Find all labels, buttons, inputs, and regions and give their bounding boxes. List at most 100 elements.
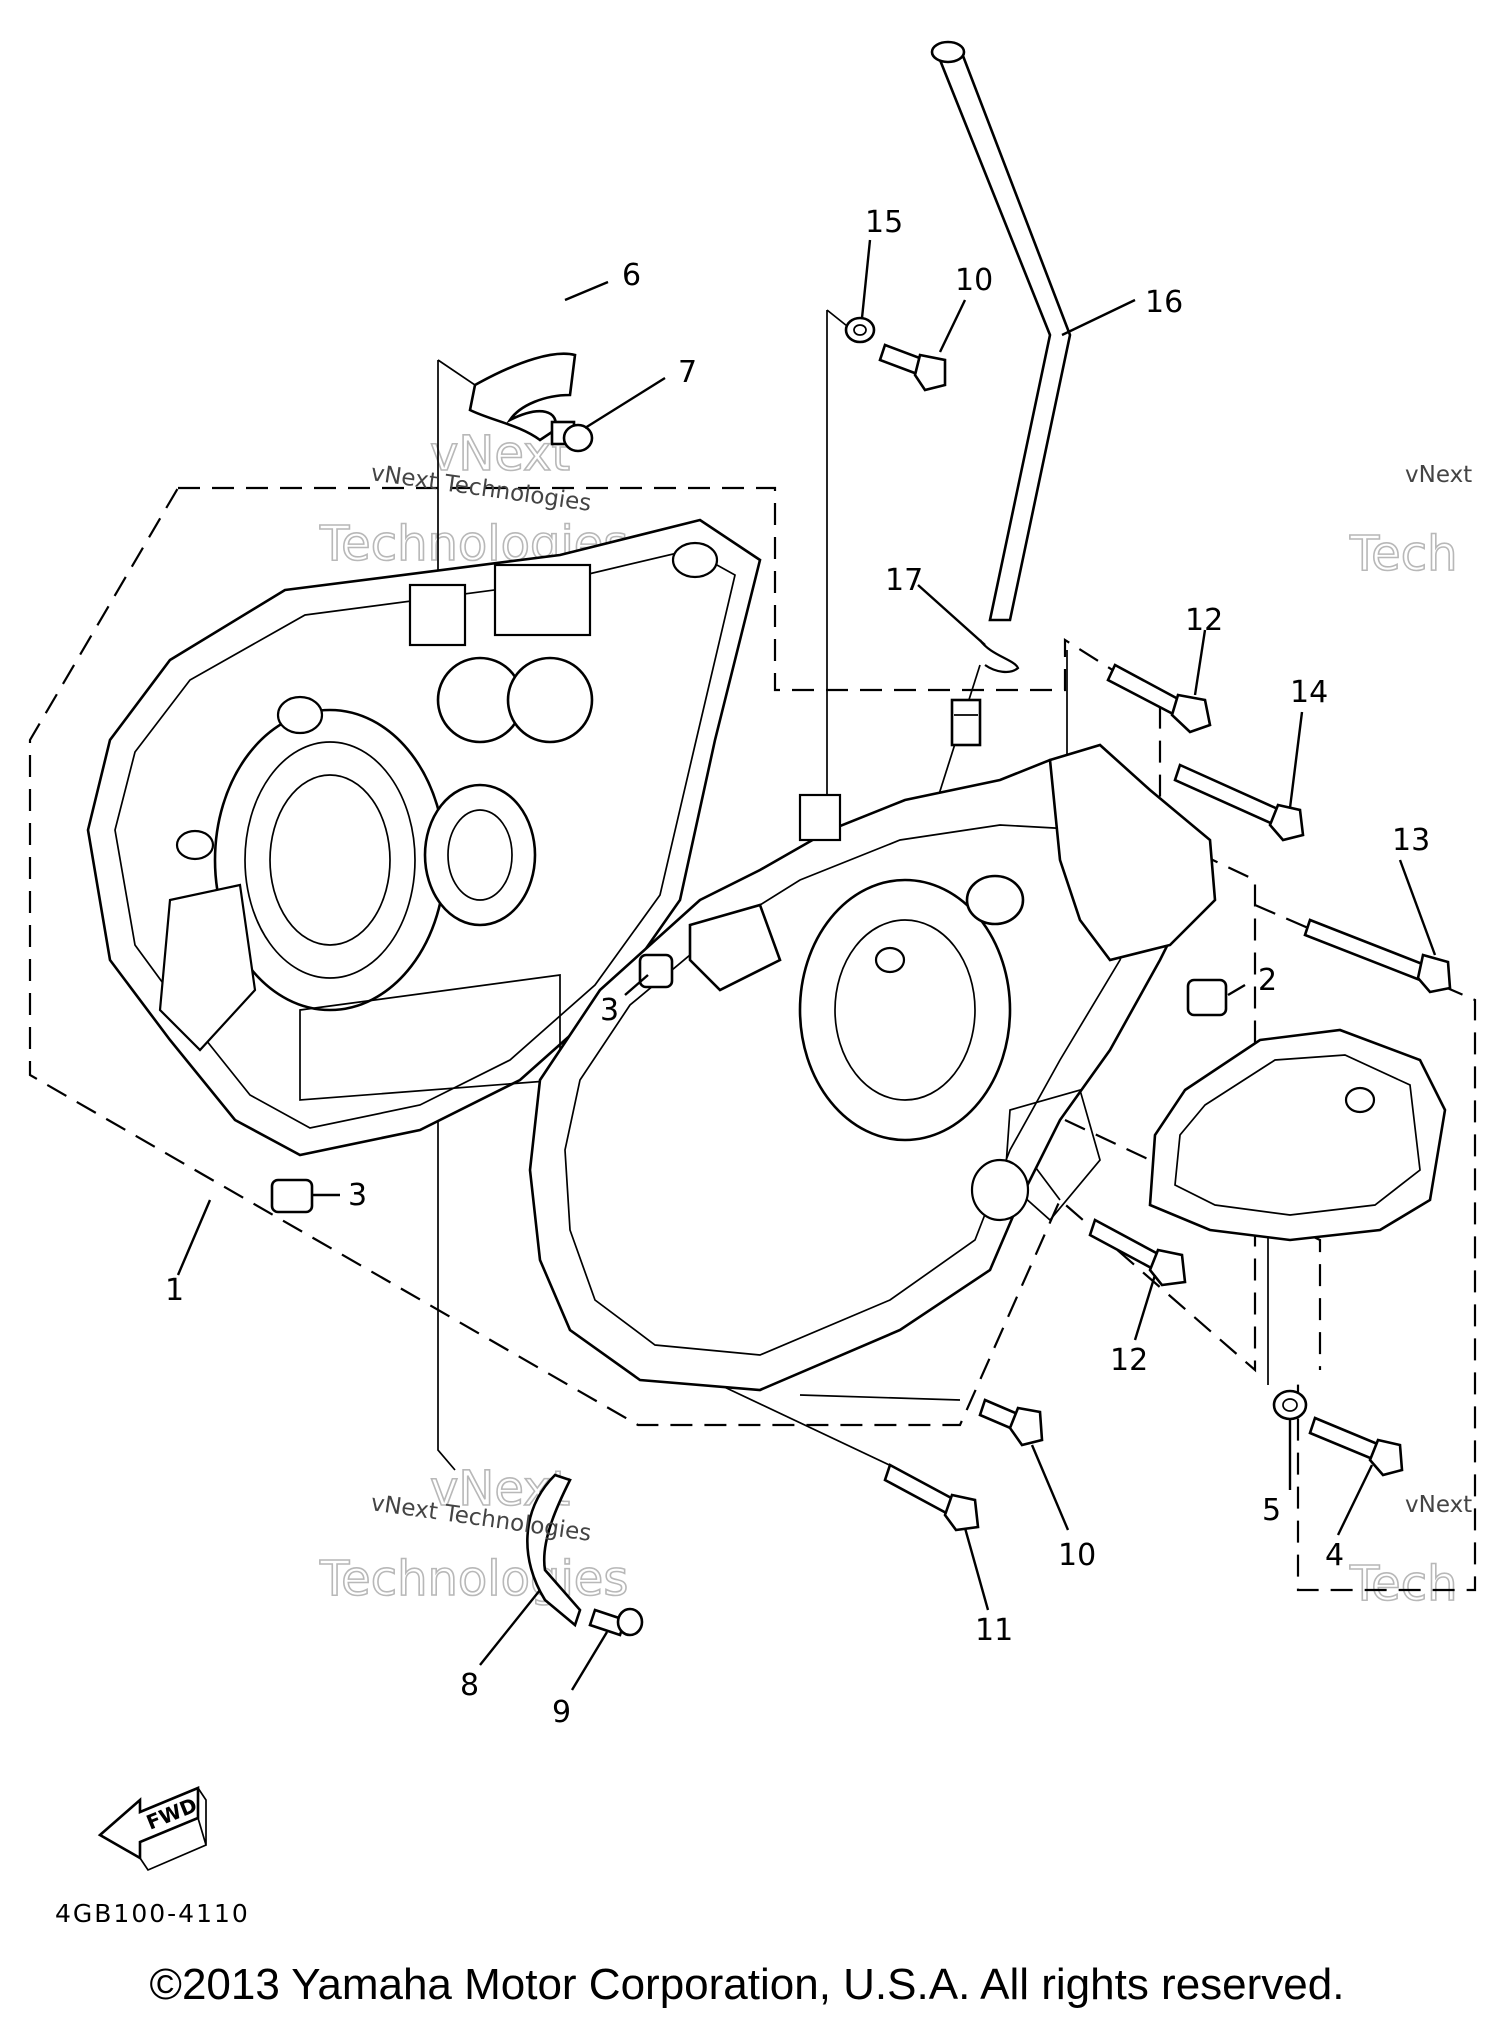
right-upper-case	[1048, 743, 1217, 962]
leader-7	[584, 376, 666, 430]
right-top-tab	[798, 793, 842, 842]
leader-4	[1336, 1464, 1374, 1536]
bolt-11-shank	[883, 1463, 957, 1517]
callout-6: 6	[622, 258, 641, 293]
fwd-arrow-shape	[97, 1786, 200, 1861]
left-lower-bracket	[158, 883, 257, 1052]
watermark-large-5: Tech	[1349, 526, 1458, 582]
rear-cover-boss	[1344, 1086, 1376, 1114]
bolt-13	[1303, 918, 1452, 994]
bolt-14-head	[1268, 803, 1305, 842]
left-top-tab	[408, 583, 467, 647]
leader-15	[860, 239, 872, 319]
left-top-boss	[493, 563, 592, 637]
callout-16: 16	[1145, 285, 1183, 320]
leader-6	[564, 280, 609, 302]
left-cylinder-bore-b	[506, 656, 594, 744]
copyright-notice: ©2013 Yamaha Motor Corporation, U.S.A. A…	[149, 1960, 1345, 2009]
dowel-3-left	[270, 1178, 314, 1214]
leader-8	[479, 1589, 541, 1666]
align-line-6-top	[437, 359, 476, 386]
left-bearing-bore	[244, 741, 416, 979]
align-line-10b	[799, 1394, 961, 1401]
callout-17: 17	[885, 563, 923, 598]
leader-3-center	[624, 974, 649, 996]
part-code: 4GB100-4110	[55, 1899, 250, 1928]
callout-3-center: 3	[600, 993, 619, 1028]
assembly-boundaries	[28, 486, 1477, 1592]
bolt-12-top	[1106, 663, 1212, 734]
leader-11	[963, 1527, 990, 1611]
align-line-11	[719, 1384, 901, 1471]
leader-14	[1288, 711, 1304, 809]
watermarks-large: vNext Technologies vNext Technologies Te…	[318, 425, 1458, 1613]
washer-15	[844, 316, 876, 344]
callout-12-bottom: 12	[1110, 1343, 1148, 1378]
bolt-12-top-shank	[1106, 663, 1182, 717]
screw-7	[550, 420, 594, 453]
left-oil-fill	[671, 541, 719, 579]
bolt-10-top-head	[913, 353, 947, 392]
watermark-large-6: Tech	[1349, 1556, 1458, 1612]
watermark-text-3: vNext	[1405, 462, 1472, 488]
screw-9-shank	[588, 1608, 627, 1637]
callout-7: 7	[678, 355, 697, 390]
bracket-8	[526, 1473, 582, 1628]
bolt-11	[883, 1463, 980, 1532]
hose-union	[950, 698, 982, 747]
bolt-14	[1173, 763, 1305, 842]
watermark-text-4: vNext	[1405, 1492, 1472, 1518]
leader-16	[1061, 298, 1136, 337]
bolt-14-shank	[1173, 763, 1282, 827]
rear-cover-flange	[1174, 1054, 1421, 1216]
bolt-13-head	[1416, 953, 1452, 994]
right-top-boss	[965, 874, 1025, 926]
bolt-13-shank	[1303, 918, 1427, 982]
rear-cover-body	[1148, 1028, 1447, 1242]
callout-10-bottom: 10	[1058, 1538, 1096, 1573]
hose-clip-and-union	[874, 639, 1020, 974]
callout-3-left: 3	[348, 1178, 367, 1213]
hose-clip	[979, 639, 1020, 674]
dowel-2	[1186, 978, 1228, 1017]
left-shaft-bore-a	[423, 783, 537, 927]
callout-2: 2	[1258, 963, 1277, 998]
callout-10-top: 10	[955, 263, 993, 298]
callout-1: 1	[165, 1273, 184, 1308]
left-case-boundary	[28, 486, 1257, 1427]
screw-9-head	[616, 1607, 644, 1637]
callout-labels: 1 2 3 3 3 4 5 6 7 8 9 10 10 11 12 12 13 …	[165, 205, 1430, 1730]
right-drain-boss	[970, 1158, 1030, 1222]
callout-5: 5	[1262, 1493, 1281, 1528]
left-mount-boss-a	[276, 695, 324, 735]
forward-arrow: FWD	[97, 1786, 208, 1872]
callout-15: 15	[865, 205, 903, 240]
callout-11: 11	[975, 1613, 1013, 1648]
bolt-10-bottom	[978, 1398, 1044, 1447]
leader-17	[917, 584, 986, 646]
left-shaft-bore-a-inner	[447, 809, 513, 901]
right-bearing-housing	[798, 878, 1012, 1142]
left-mount-boss-b	[175, 829, 215, 861]
left-bearing-inner	[269, 774, 391, 946]
dowel-3-center	[638, 953, 674, 989]
bolt-4-shank	[1308, 1416, 1382, 1462]
washer-15-hole	[853, 324, 867, 336]
bolt-12-bottom-head	[1148, 1248, 1187, 1287]
bolt-12-bottom	[1088, 1218, 1187, 1287]
right-bearing-bore	[834, 919, 976, 1101]
fasteners	[270, 316, 1452, 1637]
right-crankcase-half	[528, 743, 1217, 1392]
hose-port	[874, 946, 906, 974]
right-left-tab	[688, 903, 782, 992]
leader-2	[1227, 983, 1246, 997]
callout-leaders	[176, 239, 1437, 1691]
callout-14: 14	[1290, 675, 1328, 710]
leader-10-top	[938, 299, 967, 353]
callout-8: 8	[460, 1668, 479, 1703]
bolt-10-bottom-head	[1008, 1406, 1044, 1447]
leader-12-bottom	[1133, 1274, 1157, 1341]
callout-4: 4	[1325, 1538, 1344, 1573]
left-case-flange	[114, 549, 736, 1129]
